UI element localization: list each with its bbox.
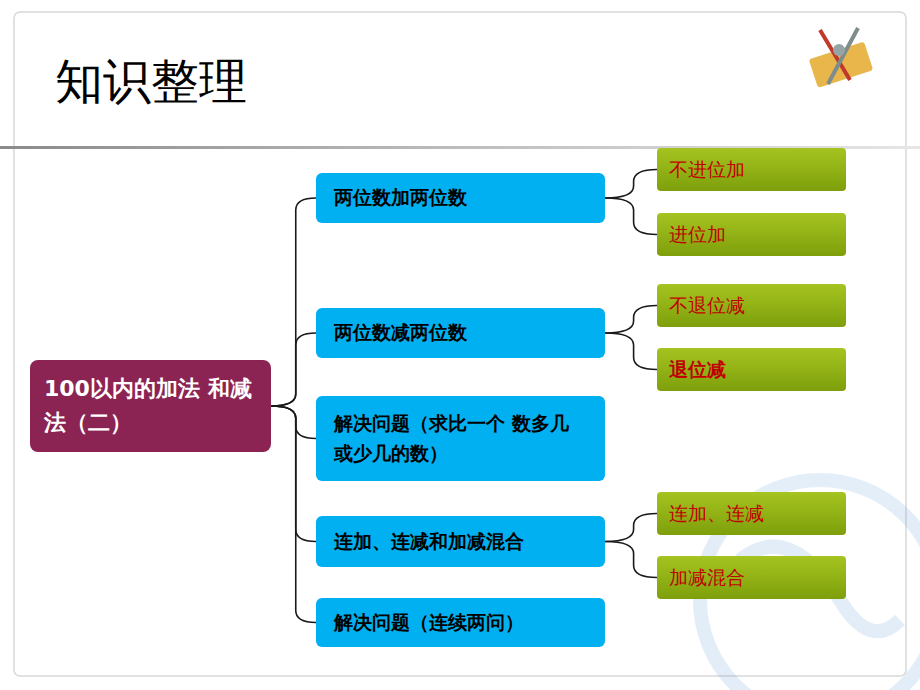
subtopic-box: 进位加: [657, 213, 846, 256]
box-label: 两位数减两位数: [334, 318, 467, 347]
slide-title: 知识整理: [55, 50, 247, 114]
box-content: 连加、连减: [669, 501, 764, 527]
box-content: 100以内的加法 和减法（二）: [44, 372, 257, 440]
brace-connector: [271, 198, 316, 406]
brace-connector: [605, 333, 657, 370]
topic-box: 解决问题（求比一个 数多几或少几的数）: [316, 396, 605, 481]
box-content: 退位减: [669, 357, 726, 383]
box-content: 两位数加两位数: [334, 183, 467, 212]
box-content: 进位加: [669, 222, 726, 248]
subtopic-box: 不进位加: [657, 148, 846, 191]
subtopic-box: 退位减: [657, 348, 846, 391]
brace-connector: [271, 406, 316, 623]
topic-box: 两位数减两位数: [316, 308, 605, 358]
box-content: 解决问题（求比一个 数多几或少几的数）: [334, 409, 587, 468]
box-content: 解决问题（连续两问）: [334, 608, 524, 637]
subtopic-box: 加减混合: [657, 556, 846, 599]
box-label: 进位加: [669, 222, 726, 248]
brace-connector: [271, 333, 316, 406]
subtopic-box: 连加、连减: [657, 492, 846, 535]
box-label: 连加、连减和加减混合: [334, 527, 524, 556]
box-label: 解决问题（连续两问）: [334, 608, 524, 637]
box-label: 加减混合: [669, 565, 745, 591]
box-content: 两位数减两位数: [334, 318, 467, 347]
brace-connector: [605, 198, 657, 235]
brace-connector: [605, 514, 657, 542]
brace-connector: [271, 406, 316, 542]
box-content: 不进位加: [669, 157, 745, 183]
topic-box: 解决问题（连续两问）: [316, 598, 605, 647]
box-label: 两位数加两位数: [334, 183, 467, 212]
brace-connector: [605, 170, 657, 199]
box-label: 退位减: [669, 357, 726, 383]
box-label: 100以内的加法 和减法（二）: [44, 372, 257, 440]
brace-connector: [605, 306, 657, 334]
slide-frame: [14, 12, 906, 676]
tools-icon: [809, 28, 873, 88]
box-label: 连加、连减: [669, 501, 764, 527]
box-content: 加减混合: [669, 565, 745, 591]
subtopic-box: 不退位减: [657, 284, 846, 327]
box-content: 不退位减: [669, 293, 745, 319]
box-content: 连加、连减和加减混合: [334, 527, 524, 556]
box-label: 不退位减: [669, 293, 745, 319]
brace-connector: [605, 542, 657, 578]
box-label: 解决问题（求比一个 数多几或少几的数）: [334, 409, 587, 468]
topic-box: 连加、连减和加减混合: [316, 516, 605, 567]
topic-box: 两位数加两位数: [316, 173, 605, 223]
box-label: 不进位加: [669, 157, 745, 183]
root-box: 100以内的加法 和减法（二）: [30, 360, 271, 452]
